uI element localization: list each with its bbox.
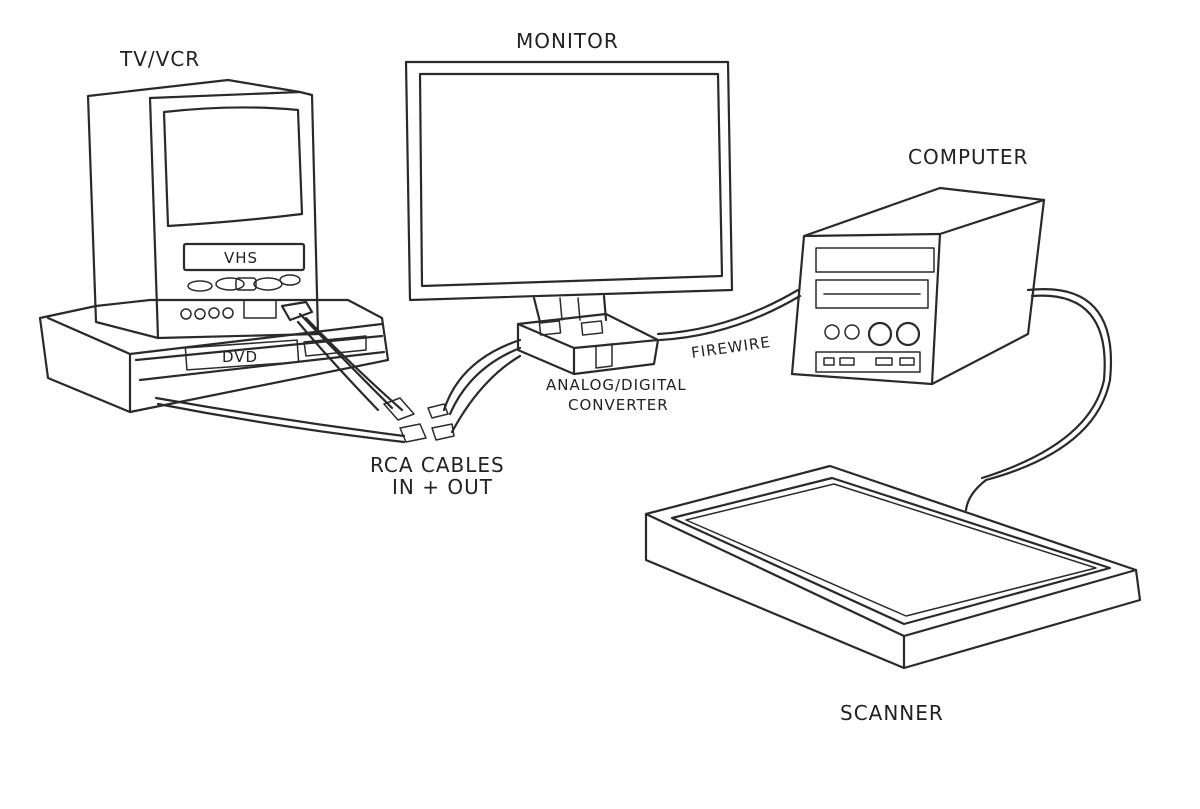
dvd-label: DVD (222, 348, 258, 366)
monitor-label: MONITOR (516, 29, 619, 53)
computer-label: COMPUTER (908, 145, 1028, 169)
tv-vcr-label: TV/VCR (119, 47, 200, 71)
firewire-cable: FIREWIRE (656, 288, 802, 362)
analog-digital-converter: ANALOG/DIGITAL CONVERTER (516, 312, 687, 414)
vhs-slot (182, 242, 306, 272)
tv-vcr: TV/VCR VHS (86, 47, 320, 340)
dvd-player: DVD (38, 298, 390, 414)
rca-cables: RCA CABLES IN + OUT (154, 312, 522, 499)
monitor: MONITOR (404, 29, 734, 324)
scanner: SCANNER (644, 464, 1142, 725)
computer: COMPUTER (790, 145, 1113, 512)
rca-label-line1: RCA CABLES (370, 453, 505, 477)
rca-label-line2: IN + OUT (392, 475, 493, 499)
firewire-label: FIREWIRE (690, 333, 772, 362)
scanner-label: SCANNER (840, 701, 944, 725)
converter-label-line1: ANALOG/DIGITAL (546, 376, 687, 394)
converter-label-line2: CONVERTER (568, 396, 669, 414)
vhs-label: VHS (224, 249, 258, 267)
